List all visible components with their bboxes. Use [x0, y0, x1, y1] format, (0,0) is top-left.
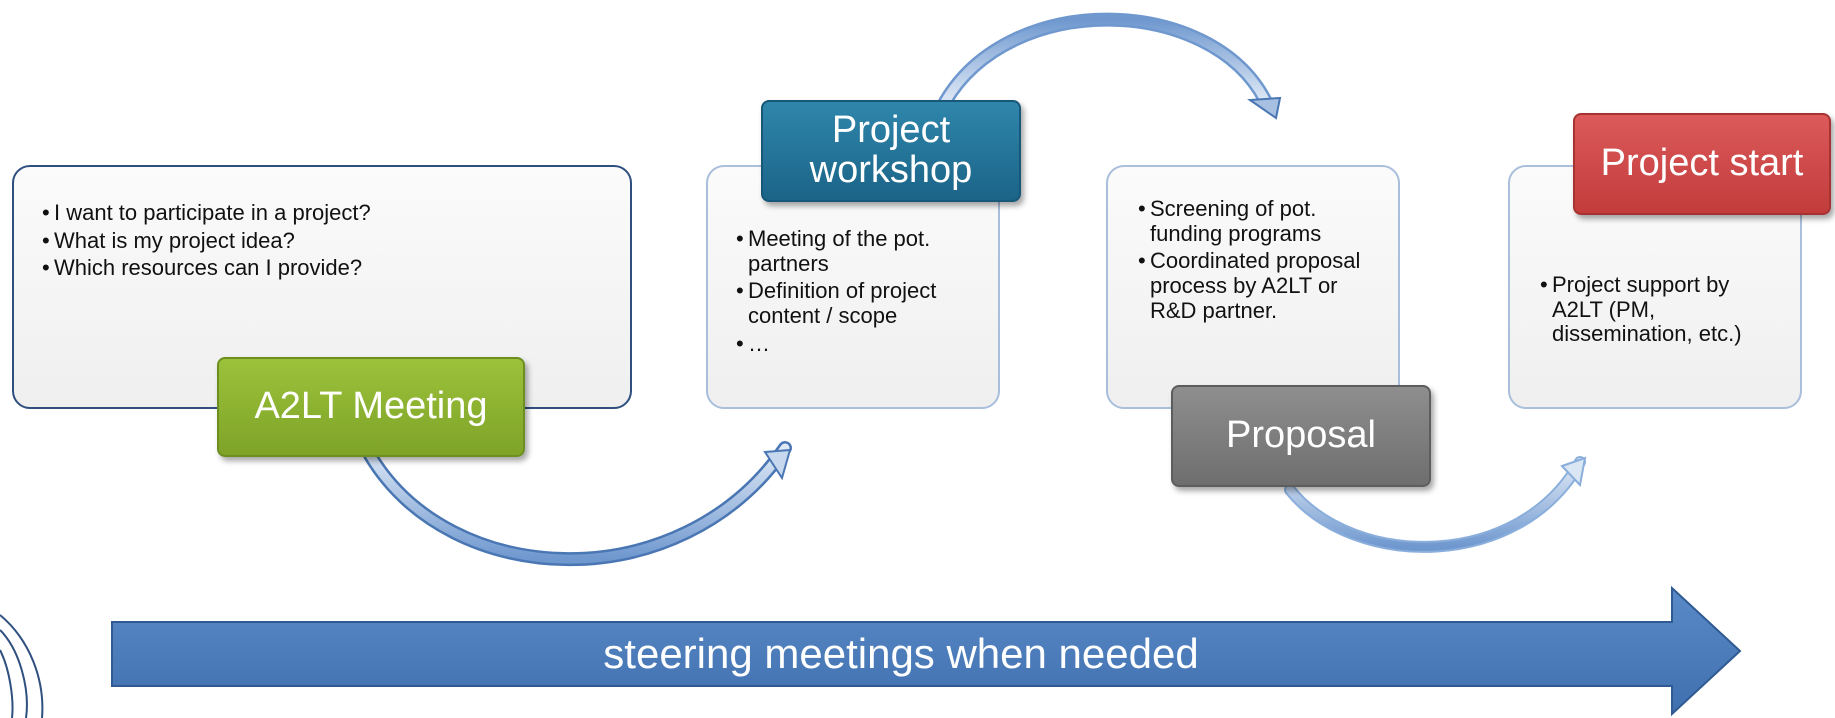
steering-banner-text: steering meetings when needed	[603, 630, 1199, 677]
list-item: What is my project idea?	[42, 228, 602, 254]
list-item: Screening of pot. funding programs	[1138, 196, 1378, 246]
stage-label-line2: workshop	[809, 149, 973, 191]
globe-logo-icon	[0, 614, 44, 718]
list-item: I want to participate in a project?	[42, 200, 602, 226]
list-item: …	[736, 331, 986, 357]
stage-label: Project start	[1600, 142, 1804, 185]
steering-banner-arrow	[111, 585, 1742, 717]
proposal-bullet-list: Screening of pot. funding programs Coord…	[1138, 196, 1378, 326]
a2lt-meeting-label: A2LT Meeting	[217, 357, 525, 457]
list-item: Definition of project content / scope	[736, 278, 986, 328]
project-workshop-label: Project workshop	[761, 100, 1021, 202]
list-item: Meeting of the pot. partners	[736, 226, 986, 276]
list-item: Which resources can I provide?	[42, 256, 602, 281]
curved-arrow-icon	[1284, 456, 1587, 553]
start-bullet-list: Project support by A2LT (PM, disseminati…	[1540, 272, 1775, 350]
proposal-panel: Screening of pot. funding programs Coord…	[1106, 165, 1400, 409]
meeting-bullet-list: I want to participate in a project? What…	[42, 200, 602, 284]
stage-label: A2LT Meeting	[254, 385, 488, 428]
project-start-label: Project start	[1573, 113, 1831, 215]
curved-arrow-icon	[938, 12, 1282, 120]
workshop-bullet-list: Meeting of the pot. partners Definition …	[736, 226, 986, 359]
curved-arrow-icon	[363, 441, 792, 567]
workshop-panel: Meeting of the pot. partners Definition …	[706, 165, 1000, 409]
list-item: Coordinated proposal process by A2LT or …	[1138, 248, 1378, 323]
stage-label: Proposal	[1226, 414, 1376, 457]
proposal-label: Proposal	[1171, 385, 1431, 487]
list-item: Project support by A2LT (PM, disseminati…	[1540, 272, 1775, 347]
stage-label-line1: Project	[831, 109, 951, 152]
